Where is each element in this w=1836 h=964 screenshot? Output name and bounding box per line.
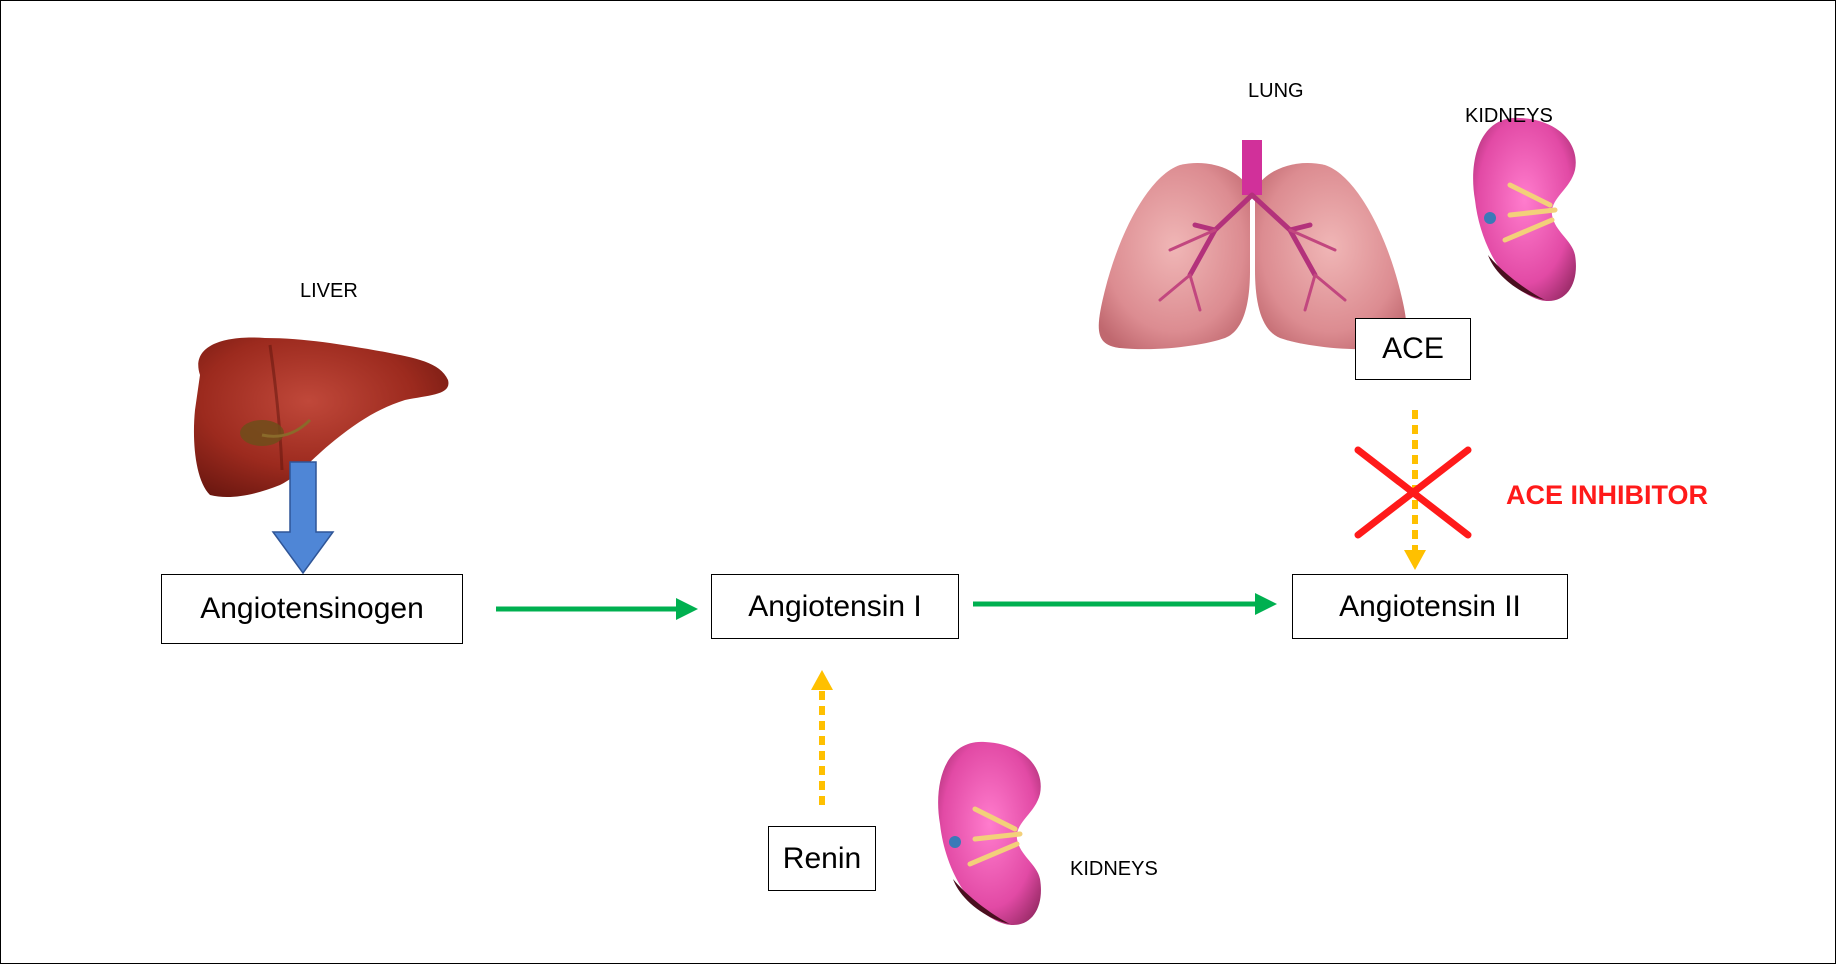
kidneys-bottom-label: KIDNEYS [1070,858,1158,881]
renin-arrow [811,670,833,805]
angiotensin-1-label: Angiotensin I [748,590,921,624]
angiotensin-2-box: Angiotensin II [1292,574,1568,639]
kidneys-top-label: KIDNEYS [1465,105,1553,128]
renin-box: Renin [768,826,876,891]
conversion-arrow-1 [496,598,698,620]
angiotensinogen-label: Angiotensinogen [200,592,424,626]
ace-box: ACE [1355,318,1471,380]
lung-label: LUNG [1248,80,1304,103]
conversion-arrow-2 [973,593,1277,615]
kidney-bottom-illustration [938,742,1041,925]
angiotensinogen-box: Angiotensinogen [161,574,463,644]
liver-label: LIVER [300,280,358,303]
kidney-top-illustration [1473,118,1576,301]
angiotensin-2-label: Angiotensin II [1339,590,1521,624]
renin-label: Renin [783,842,861,876]
ace-inhibitor-label: ACE INHIBITOR [1506,480,1708,511]
angiotensin-1-box: Angiotensin I [711,574,959,639]
liver-illustration [194,337,449,496]
ace-label: ACE [1382,332,1444,366]
